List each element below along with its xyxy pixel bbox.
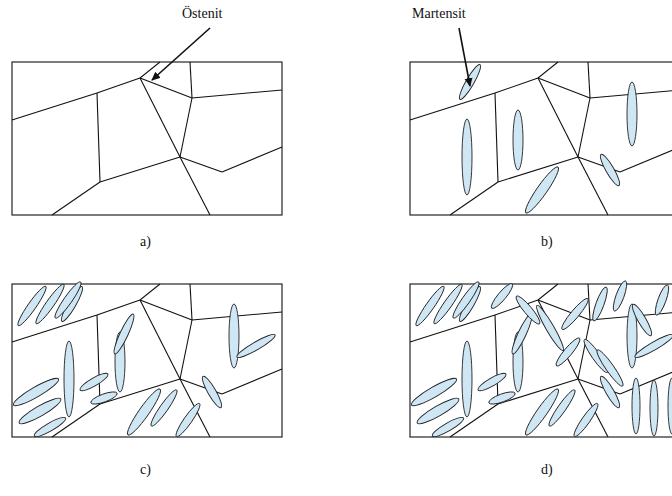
panel-label: a) <box>140 234 151 249</box>
panel-label: c) <box>140 462 151 477</box>
panel-label: d) <box>541 462 553 477</box>
callout-label: Martensit <box>412 6 466 21</box>
callout-label: Östenit <box>182 6 222 21</box>
panel-label: b) <box>541 234 553 249</box>
